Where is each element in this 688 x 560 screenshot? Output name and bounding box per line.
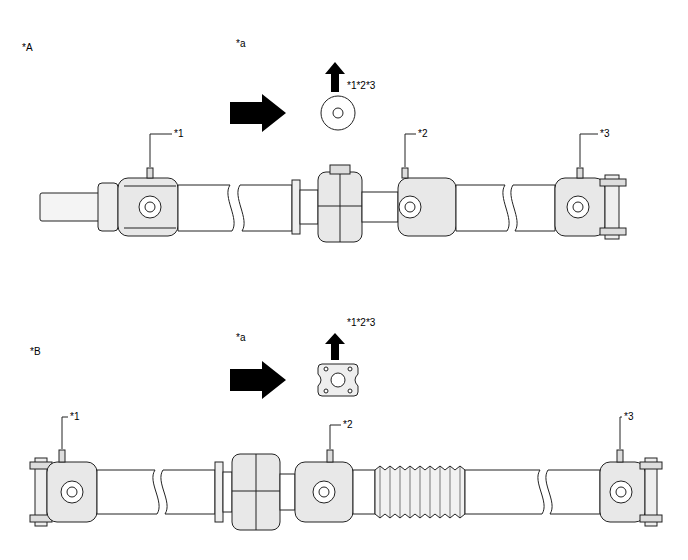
callout-number: *1*2*3 <box>347 80 375 92</box>
callout-number: *2 <box>343 419 352 431</box>
callout-number: *1 <box>70 411 79 423</box>
view-letter: *a <box>236 38 245 50</box>
callout-number: *1 <box>174 128 183 140</box>
callout-number: *1*2*3 <box>347 317 375 329</box>
callout-number: *3 <box>624 411 633 423</box>
view-letter: *a <box>236 332 245 344</box>
callout-number: *3 <box>600 128 609 140</box>
part-letter: *A <box>22 42 33 54</box>
part-letter: *B <box>30 346 41 358</box>
callout-number: *2 <box>418 128 427 140</box>
